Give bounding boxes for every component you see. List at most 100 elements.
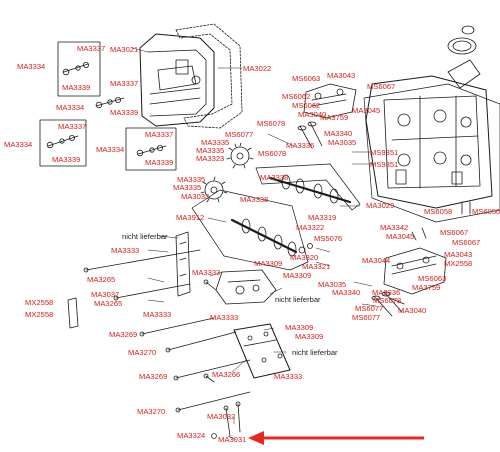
label-ms6078-b: MS6078 — [258, 149, 287, 158]
label-ma3037: MA3037 — [91, 290, 120, 299]
label-ma3265-a: MA3265 — [87, 275, 116, 284]
label-ma3339-c: MA3339 — [52, 155, 81, 164]
label-ma3021: MA3021 — [110, 45, 139, 54]
label-ma3333-b: MA3333 — [192, 268, 221, 277]
kit-box-3 — [125, 127, 177, 171]
label-ms6078-a: MS6078 — [257, 119, 286, 128]
label-ma3269-b: MA3269 — [139, 372, 168, 381]
label-ms6062-b: MS6062 — [292, 101, 321, 110]
label-ms6067-c: MS6067 — [452, 238, 481, 247]
label-ma3336-a: MA3336 — [286, 141, 315, 150]
label-ma3333-c: MA3333 — [143, 310, 172, 319]
label-nicht-lieferbar-3: nicht lieferbar — [292, 348, 338, 357]
label-ma3270-a: MA3270 — [128, 348, 157, 357]
label-ma3320: MA3320 — [290, 253, 319, 262]
label-ma3334-a: MA3334 — [17, 62, 46, 71]
tie-rods — [83, 249, 251, 413]
label-ms9351-b: MS9351 — [370, 160, 399, 169]
label-ma3334-c: MA3334 — [4, 140, 33, 149]
label-ma3335-a: MA3335 — [201, 138, 230, 147]
label-ma3337-d: MA3337 — [145, 130, 174, 139]
label-ms6067-a: MS6067 — [367, 82, 396, 91]
label-ma3333-c2: MA3333 — [210, 313, 239, 322]
camshaft-lower-frame — [191, 189, 309, 271]
tensioner-housing — [203, 269, 277, 305]
label-ms6067-b: MS6067 — [440, 228, 469, 237]
label-ma3040-b: MA3040 — [398, 306, 427, 315]
camshaft-upper — [268, 174, 352, 204]
upper-sprocket — [226, 142, 254, 169]
cover-gasket — [175, 23, 243, 129]
label-ma3335-c: MA3335 — [177, 175, 206, 184]
kit-bolts — [46, 62, 167, 157]
bottom-bolts — [203, 373, 241, 439]
label-ma3309-d: MA3309 — [295, 332, 324, 341]
label-mx2558-b: MX2558 — [25, 298, 54, 307]
label-ma3333-a: MA3333 — [111, 246, 140, 255]
label-ma3270-b: MA3270 — [137, 407, 166, 416]
cylinder-head — [365, 75, 493, 209]
label-ma3269-a: MA3269 — [109, 330, 138, 339]
label-mx2558-c: MX2558 — [25, 310, 54, 319]
label-ma3334-b: MA3334 — [56, 103, 85, 112]
label-ma3321: MA3321 — [302, 262, 331, 271]
head-zoom-frame — [363, 83, 500, 223]
label-ma3045-b: MA3045 — [386, 232, 415, 241]
lower-sprocket — [200, 176, 228, 203]
kit-box-2 — [39, 119, 87, 167]
rocker-assembly-right — [383, 201, 471, 295]
label-ma3338-a: MA3338 — [260, 173, 289, 182]
label-ma3045-a: MA3045 — [352, 106, 381, 115]
label-ma3033: MA3033 — [181, 192, 210, 201]
label-ma3022: MA3022 — [243, 64, 272, 73]
label-ma3319: MA3319 — [308, 213, 337, 222]
label-ms6062-a: MS6062 — [282, 92, 311, 101]
label-ma3337-b: MA3337 — [110, 79, 139, 88]
label-ms5076: MS5076 — [314, 234, 343, 243]
label-ma3335-b: MA3335 — [196, 146, 225, 155]
label-ma3035-b: MA3035 — [318, 280, 347, 289]
label-ms9351-a: MS9351 — [370, 148, 399, 157]
label-ma3309-a: MA3309 — [254, 259, 283, 268]
label-ms6077-b: MS6077 — [355, 304, 384, 313]
label-ma3324: MA3324 — [177, 431, 206, 440]
rocker-assembly-upper — [303, 83, 357, 119]
label-ma3029: MA3029 — [366, 201, 395, 210]
label-ms6078-c: MS6078 — [373, 296, 402, 305]
label-nicht-lieferbar-2: nicht lieferbar — [275, 295, 321, 304]
label-ma3339-b: MA3339 — [110, 108, 139, 117]
chain-guide — [175, 231, 191, 297]
label-ma3043-b: MA3043 — [444, 250, 473, 259]
label-ma3337-c: MA3337 — [58, 122, 87, 131]
pointer-arrow — [248, 431, 424, 445]
label-ma3265-b: MA3265 — [94, 299, 123, 308]
lower-cover-plate — [233, 323, 291, 379]
thermostat-housing — [447, 25, 481, 89]
label-ms6063-b: MS6063 — [418, 274, 447, 283]
label-ma3340-b: MA3340 — [332, 288, 361, 297]
label-ms6058: MS6058 — [424, 207, 453, 216]
label-ma3338-b: MA3338 — [240, 195, 269, 204]
label-ma3044: MA3044 — [362, 256, 391, 265]
label-ma3335-d: MA3335 — [173, 183, 202, 192]
label-ma3031: MA3031 — [218, 435, 247, 444]
label-ma3759-b: MA3759 — [412, 283, 441, 292]
label-ma3339-d: MA3339 — [145, 158, 174, 167]
label-ma3339-a: MA3339 — [62, 83, 91, 92]
label-ma3035-a: MA3035 — [328, 138, 357, 147]
label-ms6077-a: MS6077 — [225, 130, 254, 139]
label-ma3759-a: MA3759 — [320, 113, 349, 122]
label-mx2558-a: MX2558 — [444, 259, 473, 268]
label-ma3040-a: MA3040 — [298, 110, 327, 119]
label-ms6077-c: MS6077 — [352, 313, 381, 322]
leader-lines — [131, 47, 377, 441]
label-ma3323: MA3323 — [196, 154, 225, 163]
camshaft-frame — [255, 163, 361, 211]
label-ma3309-c: MA3309 — [285, 323, 314, 332]
guide-rail — [67, 297, 79, 329]
valve-set-upper — [297, 121, 323, 149]
label-ms6063-a: MS6063 — [292, 74, 321, 83]
label-ma3322: MA3322 — [296, 223, 325, 232]
label-ma3342: MA3342 — [380, 223, 409, 232]
